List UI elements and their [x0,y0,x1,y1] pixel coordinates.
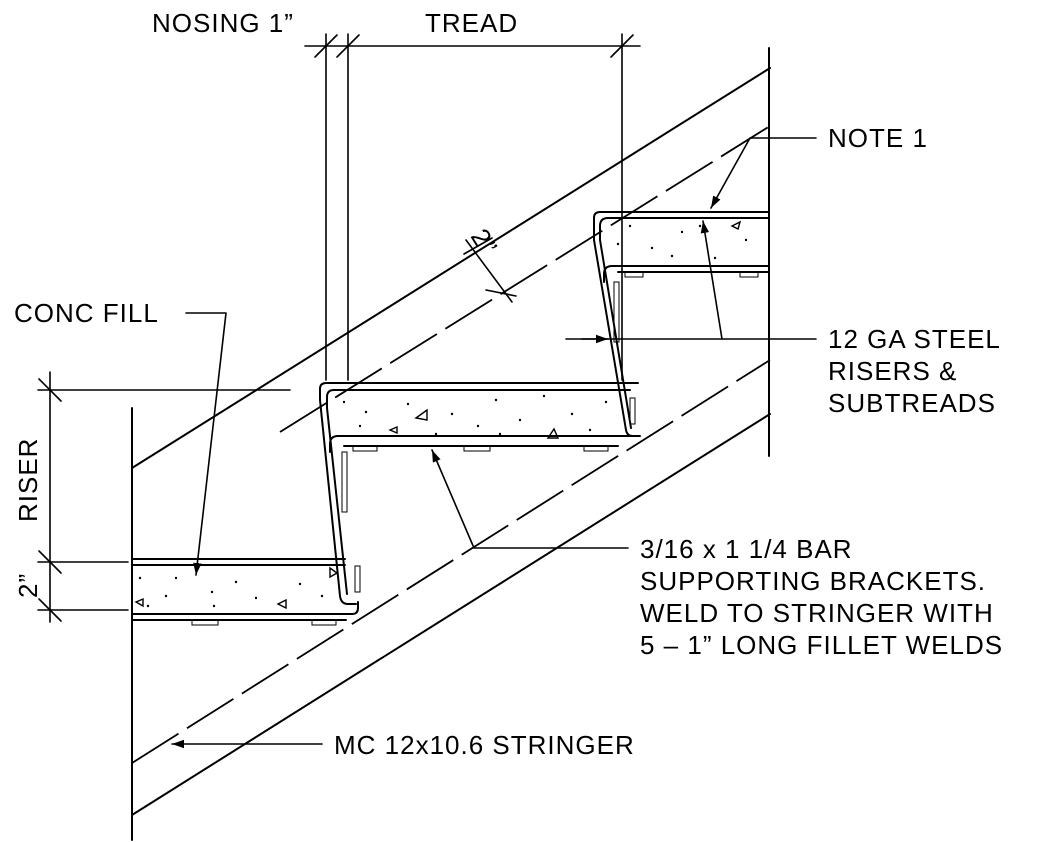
middle-step-weld-3 [583,445,609,452]
bottom-step-bottom [131,601,359,615]
riser-label: RISER [13,438,43,522]
middle-step-weld-2 [463,445,491,452]
tick-1 [314,34,338,58]
middle-step-riser-weld [341,451,348,513]
top-step-riser-weld-2 [629,397,636,425]
bar-leader [431,449,629,549]
top-step-aggregate [730,220,742,231]
riser-dimension [37,371,291,623]
middle-step-pan-outer [319,382,639,605]
top-step-pan-inner [599,217,770,429]
top-step-subtread [603,265,770,283]
stringer-bottom-edge [131,413,771,816]
left-2in-label: 2” [13,573,43,598]
bar-label-line3: WELD TO STRINGER WITH [640,598,994,628]
stringer [131,67,771,816]
tick-3 [610,34,634,58]
diagonal-flange-dimension [463,237,517,303]
diagonal-dim-line [465,239,513,303]
bottom-step-weld-2 [311,619,337,626]
bottom-step-weld-1 [191,619,219,626]
nosing-label: NOSING 1” [152,8,294,38]
middle-step-aggregate [414,408,428,421]
steel-leader-diagonal [700,220,723,340]
tread-label: TREAD [425,8,518,38]
top-step-weld-2 [739,271,759,278]
steel-label-line2: RISERS & [828,356,957,386]
steel-label-line1: 12 GA STEEL [828,324,1001,354]
diagonal-tick-2 [485,289,517,297]
top-step-pan-outer [593,211,770,437]
top-step-weld-1 [624,271,644,278]
bar-label-line1: 3/16 x 1 1/4 BAR [640,534,853,564]
riser-tick-bottom [38,598,62,622]
stringer-top-edge [131,67,771,469]
middle-step-pan-inner [326,389,631,595]
note1-leader [710,137,817,209]
steel-label-line3: SUBTREADS [828,388,996,418]
bar-label-line2: SUPPORTING BRACKETS. [640,566,986,596]
diagonal-tick-1 [463,237,493,255]
middle-step [319,382,641,605]
stringer-top-flange-line [279,125,771,433]
conc-fill-leader [185,312,227,576]
middle-step-subtread [329,435,641,453]
tick-2 [336,34,360,58]
conc-fill-label: CONC FILL [14,298,159,328]
leaders [171,137,817,749]
middle-step-weld-1 [352,445,378,452]
top-step [593,211,770,437]
riser-tick-top [38,378,62,402]
top-dimensions [304,33,641,381]
riser-tick-mid [38,550,62,574]
top-step-riser-weld [613,281,620,343]
note1-label: NOTE 1 [828,123,928,153]
stringer-bottom-flange-line [131,359,771,764]
stringer-label: MC 12x10.6 STRINGER [334,730,635,760]
bar-label-line4: 5 – 1” LONG FILLET WELDS [640,630,1003,660]
middle-step-riser-weld-2 [354,565,361,593]
bottom-step-aggregate [134,597,144,608]
bottom-step [131,558,359,626]
